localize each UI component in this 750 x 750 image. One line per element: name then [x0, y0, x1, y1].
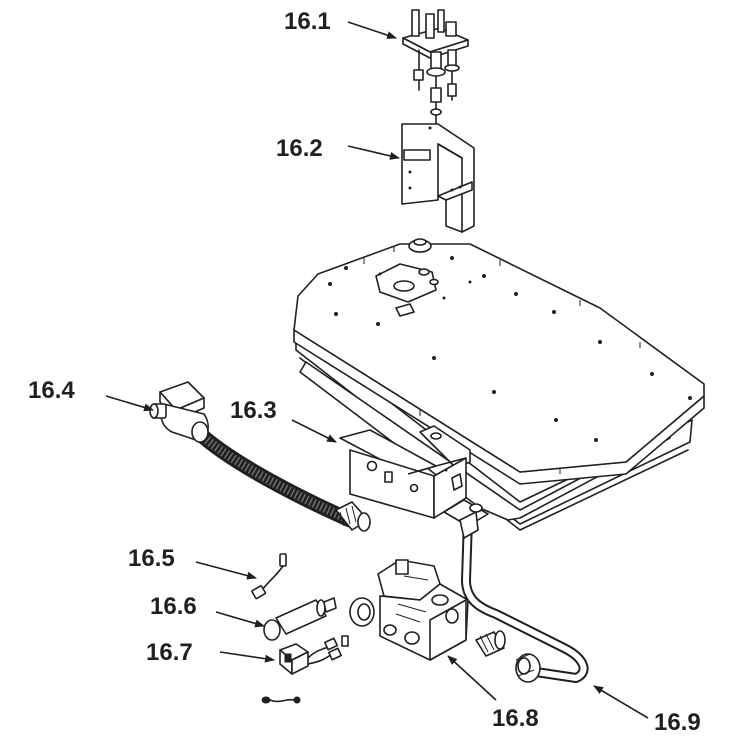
- callout-16-9: 16.9: [593, 685, 701, 736]
- part-16-2-bracket: [401, 123, 475, 233]
- callout-16-1: 16.1: [284, 8, 397, 39]
- callout-label-16-4: 16.4: [28, 377, 75, 404]
- callout-16-4: 16.4: [28, 377, 154, 412]
- callout-label-16-9: 16.9: [654, 709, 701, 736]
- callout-16-2: 16.2: [276, 135, 400, 162]
- callout-16-5: 16.5: [128, 545, 257, 580]
- part-16-6-igniter: [263, 597, 337, 641]
- part-16-4-flex-gas-line: [149, 381, 371, 532]
- part-16-3-valve-bracket: [339, 429, 467, 519]
- callout-label-16-5: 16.5: [128, 545, 175, 572]
- callout-16-8: 16.8: [447, 655, 539, 732]
- callout-16-3: 16.3: [230, 397, 337, 443]
- callout-16-6: 16.6: [150, 593, 265, 628]
- part-16-7-switch: [261, 635, 349, 704]
- callout-label-16-7: 16.7: [146, 639, 193, 666]
- part-16-1-pilot-assembly: [402, 9, 469, 125]
- burner-pan: [293, 238, 705, 531]
- callout-label-16-6: 16.6: [150, 593, 197, 620]
- part-16-9-gas-tube: [443, 499, 589, 683]
- callout-label-16-1: 16.1: [284, 8, 331, 35]
- callout-16-7: 16.7: [146, 639, 275, 666]
- part-16-8-gas-valve: [349, 559, 506, 661]
- part-16-5-wire: [251, 553, 287, 600]
- callout-label-16-8: 16.8: [492, 705, 539, 732]
- callout-label-16-2: 16.2: [276, 135, 323, 162]
- callout-label-16-3: 16.3: [230, 397, 277, 424]
